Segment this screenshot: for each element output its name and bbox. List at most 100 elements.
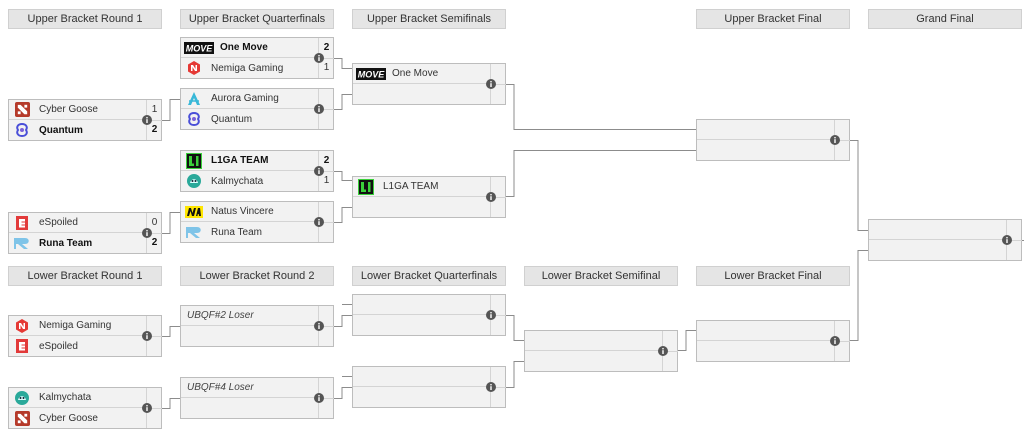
- match-ub-r1-1[interactable]: Cyber Goose Quantum 1 2: [8, 99, 162, 141]
- team-row-empty[interactable]: [697, 140, 834, 160]
- team-row-empty[interactable]: [181, 398, 318, 418]
- match-ub-r1-2[interactable]: eSpoiled Runa Team 0 2: [8, 212, 162, 254]
- team-name: One Move: [392, 68, 439, 79]
- nemiga-logo-icon: [185, 60, 203, 76]
- team-row[interactable]: eSpoiled: [9, 213, 146, 233]
- runa-team-logo-icon: [13, 235, 31, 251]
- team-row[interactable]: Quantum: [181, 109, 318, 129]
- match-ub-qf-3[interactable]: L1GA TEAM Kalmychata 2 1: [180, 150, 334, 192]
- team-row-empty[interactable]: [353, 197, 490, 217]
- team-row[interactable]: UBQF#4 Loser: [181, 378, 318, 398]
- team-row-empty[interactable]: [525, 331, 662, 351]
- info-icon[interactable]: [830, 135, 840, 145]
- nemiga-logo-icon: [13, 318, 31, 334]
- team-row[interactable]: Aurora Gaming: [181, 89, 318, 109]
- header-lower-bracket-quarterfinals: Lower Bracket Quarterfinals: [352, 266, 506, 286]
- team-row[interactable]: Runa Team: [181, 222, 318, 242]
- team-row-empty[interactable]: [697, 341, 834, 361]
- team-row[interactable]: Cyber Goose: [9, 408, 146, 428]
- header-upper-bracket-semifinals: Upper Bracket Semifinals: [352, 9, 506, 29]
- team-row[interactable]: MOVE One Move: [353, 64, 490, 84]
- team-score: 1: [318, 171, 334, 191]
- match-lb-qf-1[interactable]: [352, 294, 506, 336]
- team-row[interactable]: UBQF#2 Loser: [181, 306, 318, 326]
- info-icon[interactable]: [142, 115, 152, 125]
- team-row[interactable]: Kalmychata: [181, 171, 318, 191]
- team-row[interactable]: Nemiga Gaming: [181, 58, 318, 78]
- info-icon[interactable]: [486, 382, 496, 392]
- team-score: 0: [146, 213, 162, 234]
- match-lb-r1-1[interactable]: Nemiga Gaming eSpoiled: [8, 315, 162, 357]
- team-row-empty[interactable]: [525, 351, 662, 371]
- info-icon[interactable]: [142, 331, 152, 341]
- team-score: [834, 120, 850, 141]
- team-row-empty[interactable]: [353, 295, 490, 315]
- match-lb-qf-2[interactable]: [352, 366, 506, 408]
- team-row[interactable]: Cyber Goose: [9, 100, 146, 120]
- team-row[interactable]: MOVE One Move: [181, 38, 318, 58]
- team-score: 2: [318, 38, 334, 59]
- info-icon[interactable]: [1002, 235, 1012, 245]
- team-score: [490, 64, 506, 85]
- match-ub-qf-2[interactable]: Aurora Gaming Quantum: [180, 88, 334, 130]
- info-icon[interactable]: [830, 336, 840, 346]
- team-row[interactable]: eSpoiled: [9, 336, 146, 356]
- navi-logo-icon: [185, 204, 203, 220]
- info-icon[interactable]: [486, 310, 496, 320]
- team-row[interactable]: Quantum: [9, 120, 146, 140]
- team-row-empty[interactable]: [353, 387, 490, 407]
- info-icon[interactable]: [314, 104, 324, 114]
- info-icon[interactable]: [142, 228, 152, 238]
- info-icon[interactable]: [314, 166, 324, 176]
- team-row[interactable]: L1GA TEAM: [181, 151, 318, 171]
- team-name: eSpoiled: [39, 217, 78, 228]
- header-lower-bracket-round-2: Lower Bracket Round 2: [180, 266, 334, 286]
- info-icon[interactable]: [486, 79, 496, 89]
- match-ub-qf-1[interactable]: MOVE One Move Nemiga Gaming 2 1: [180, 37, 334, 79]
- match-ub-sf-2[interactable]: L1GA TEAM: [352, 176, 506, 218]
- match-lb-r1-2[interactable]: Kalmychata Cyber Goose: [8, 387, 162, 429]
- team-name: eSpoiled: [39, 340, 78, 352]
- team-row[interactable]: Natus Vincere: [181, 202, 318, 222]
- match-ub-qf-4[interactable]: Natus Vincere Runa Team: [180, 201, 334, 243]
- team-score: 2: [146, 120, 162, 140]
- match-lb-sf[interactable]: [524, 330, 678, 372]
- svg-text:MOVE: MOVE: [358, 69, 386, 79]
- team-score: [146, 388, 162, 409]
- info-icon[interactable]: [314, 393, 324, 403]
- info-icon[interactable]: [314, 217, 324, 227]
- match-lb-r2-2[interactable]: UBQF#4 Loser: [180, 377, 334, 419]
- team-name: Aurora Gaming: [211, 93, 279, 104]
- info-icon[interactable]: [486, 192, 496, 202]
- info-icon[interactable]: [314, 321, 324, 331]
- team-row-empty[interactable]: [869, 220, 1006, 240]
- svg-text:MOVE: MOVE: [186, 43, 214, 53]
- team-row-empty[interactable]: [697, 321, 834, 341]
- team-row-empty[interactable]: [353, 315, 490, 335]
- team-row-empty[interactable]: [869, 240, 1006, 260]
- match-ub-sf-1[interactable]: MOVE One Move: [352, 63, 506, 105]
- team-row[interactable]: Runa Team: [9, 233, 146, 253]
- team-score: 1: [318, 58, 334, 78]
- team-row[interactable]: L1GA TEAM: [353, 177, 490, 197]
- team-row-empty[interactable]: [353, 84, 490, 104]
- match-ub-final[interactable]: [696, 119, 850, 161]
- team-name: Quantum: [39, 124, 83, 136]
- team-row-empty[interactable]: [353, 367, 490, 387]
- info-icon[interactable]: [658, 346, 668, 356]
- match-lb-r2-1[interactable]: UBQF#2 Loser: [180, 305, 334, 347]
- team-row-empty[interactable]: [697, 120, 834, 140]
- team-score: [318, 109, 334, 129]
- info-icon[interactable]: [314, 53, 324, 63]
- team-row-empty[interactable]: [181, 326, 318, 346]
- team-row[interactable]: Kalmychata: [9, 388, 146, 408]
- info-icon[interactable]: [142, 403, 152, 413]
- header-upper-bracket-final: Upper Bracket Final: [696, 9, 850, 29]
- team-score: 2: [146, 233, 162, 253]
- team-name-placeholder: UBQF#4 Loser: [187, 382, 254, 393]
- match-lb-final[interactable]: [696, 320, 850, 362]
- match-grand-final[interactable]: [868, 219, 1022, 261]
- team-score: 1: [146, 100, 162, 121]
- team-row[interactable]: Nemiga Gaming: [9, 316, 146, 336]
